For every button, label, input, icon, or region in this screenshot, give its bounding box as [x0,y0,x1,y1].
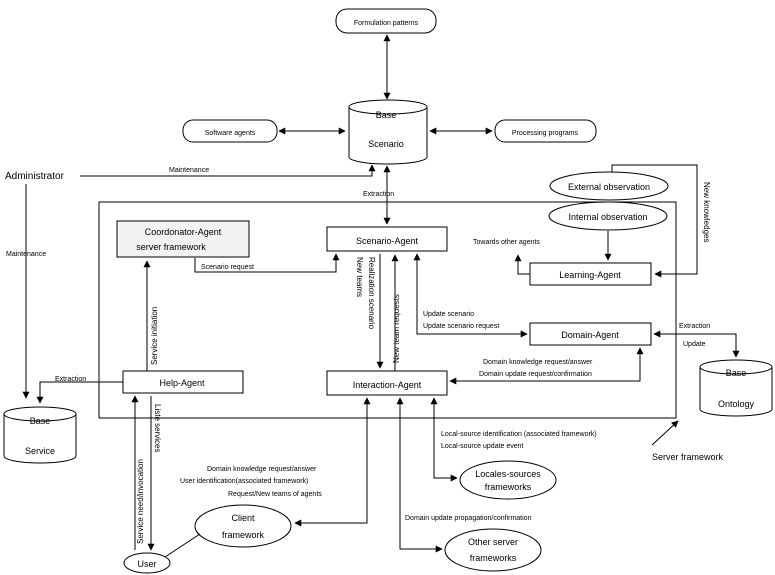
base-scenario-label-1: Base [376,110,397,120]
domain-update-propagation-label: Domain update propagation/confirmation [405,515,532,522]
external-observation-label: External observation [568,182,650,192]
maintenance-left-label: Maintenance [6,251,46,258]
help-service-arrow [36,381,123,404]
update-scenario-request-label: Update scenario request [423,323,499,330]
list-services-label: Liste services [153,404,162,452]
locales-sources-node [459,460,557,500]
local-source-identification-label: Local-source identification (associated … [441,431,597,438]
base-ontology-cylinder [699,359,773,417]
local-sources-arrow [430,397,458,482]
new-knowledges-arrow [611,164,698,278]
domain-knowledge-label: Domain knowledge request/answer [483,359,593,366]
base-ontology-label-1: Base [726,368,747,378]
domain-interaction-arrow [449,347,644,385]
internal-observation-label: Internal observation [568,212,647,222]
locales-sources-label-2: frameworks [485,482,532,492]
base-service-label-1: Base [30,416,51,426]
server-framework-label: Server framework [652,452,724,462]
update-scenario-arrow [413,253,528,338]
base-ontology-label-2: Ontology [718,399,755,409]
administrator-label: Administrator [5,171,65,182]
client-framework-label-1: Client [231,513,255,523]
user-client-link [164,533,201,558]
update-scenario-label: Update scenario [423,311,474,318]
admin-maintenance-arrow [80,164,376,177]
coordinator-framework-label: server framework [136,242,206,252]
other-server-arrow [396,397,443,553]
extraction-ontology-label: Extraction [679,323,710,330]
new-teams-label: New teams [355,257,364,297]
scenario-agent-node [326,226,448,252]
domain-ontology-arrow [653,330,740,358]
coordinator-agent-node [116,220,250,258]
interaction-agent-node [326,370,448,396]
internal-observation-node [548,201,668,231]
extraction-top-label: Extraction [363,191,394,198]
other-server-label-1: Other server [468,537,518,547]
domain-agent-node [529,322,652,346]
processing-programs-label: Processing programs [512,130,579,137]
base-scenario-cylinder [348,99,428,165]
scenario-request-label: Scenario request [201,264,254,271]
towards-other-agents-arrow [514,254,530,275]
domain-agent-label: Domain-Agent [561,330,619,340]
formulation-patterns-label: Formulation patterns [354,20,419,27]
locales-sources-label-1: Locales-sources [475,469,541,479]
domain-update-request-label: Domain update request/confirmation [479,371,592,378]
user-node [123,552,171,574]
client-framework-node [194,504,292,548]
software-agents-node [182,119,278,143]
base-service-label-2: Service [25,446,55,456]
update-ontology-label: Update [683,341,706,348]
scenario-agent-label: Scenario-Agent [356,236,419,246]
service-need-label: Service need/invocation [136,459,145,544]
realization-scenario-label: Realization scenario [367,257,376,330]
base-service-cylinder [3,406,77,464]
client-interaction-arrow [294,397,371,527]
client-request-new-teams-label: Request/New teams of agents [228,491,322,498]
new-knowledges-label: New knowledges [702,182,711,242]
base-scenario-label-2: Scenario [368,139,404,149]
learning-agent-label: Learning-Agent [559,270,621,280]
client-user-identification-label: User identification(associated framework… [180,478,308,485]
server-framework-pointer [651,420,679,446]
new-team-requests-label: New team requests [392,294,401,363]
towards-other-agents-label: Towards other agents [473,239,540,246]
other-server-node [444,528,542,572]
coordinator-agent-label: Coordonator-Agent [145,227,222,237]
software-agents-label: Software agents [205,130,256,137]
maintenance-top-label: Maintenance [169,167,209,174]
processing-programs-node [494,119,597,143]
service-initiation-label: Service initiation [150,307,159,365]
formulation-patterns-node [335,8,437,34]
client-domain-knowledge-label: Domain knowledge request/answer [207,466,317,473]
interaction-agent-label: Interaction-Agent [353,380,422,390]
help-agent-label: Help-Agent [159,378,205,388]
local-source-update-label: Local-source update event [441,443,524,450]
other-server-label-2: frameworks [470,553,517,563]
user-label: User [137,559,156,569]
extraction-service-label: Extraction [55,376,86,383]
scenario-request-arrow [194,253,340,273]
external-observation-node [549,171,669,201]
client-framework-label-2: framework [222,530,265,540]
